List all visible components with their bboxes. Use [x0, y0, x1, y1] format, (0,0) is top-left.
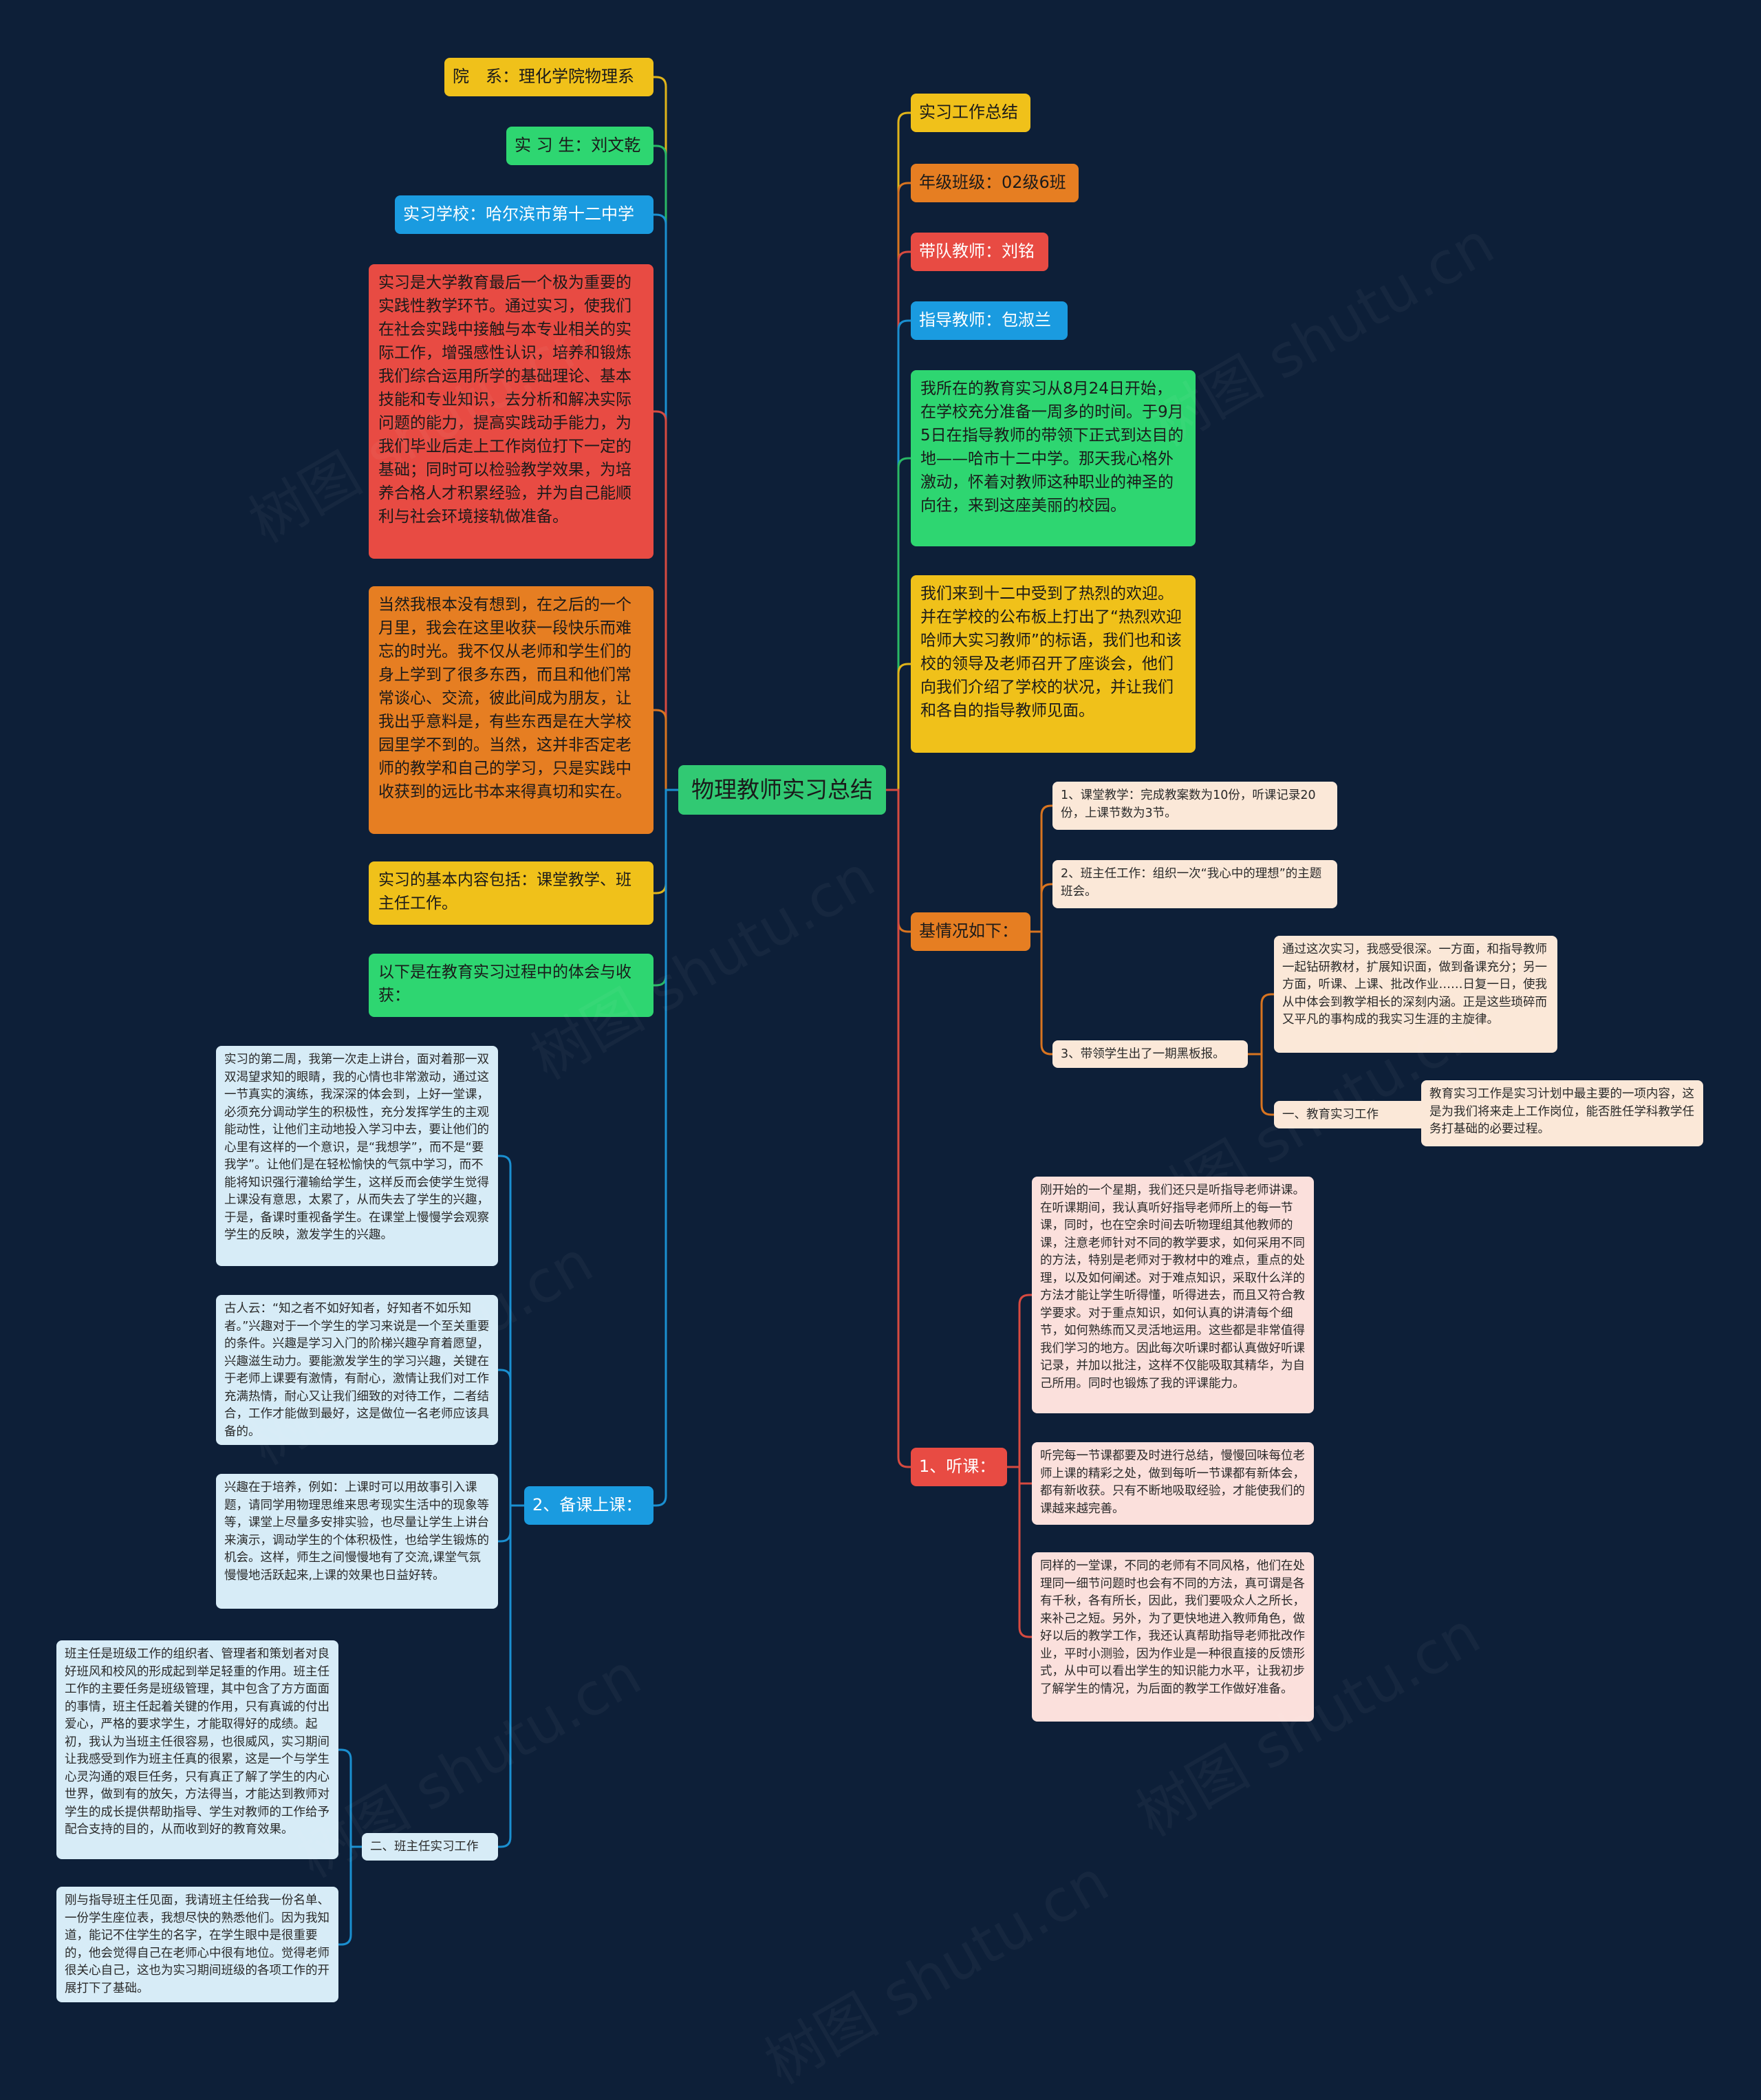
- root-topic[interactable]: 物理教师实习总结: [678, 765, 886, 815]
- connector-line: [338, 1748, 362, 1848]
- connector-line: [498, 1369, 524, 1507]
- connector-line: [886, 457, 911, 791]
- intern-label[interactable]: 实 习 生：刘文乾: [506, 127, 653, 165]
- connector-line: [1030, 930, 1052, 1056]
- arrival-paragraph[interactable]: 我所在的教育实习从8月24日开始，在学校充分准备一周多的时间。于9月5日在指导教…: [911, 370, 1196, 546]
- guide-teacher-label[interactable]: 指导教师：包淑兰: [911, 301, 1068, 340]
- teaching-stats-note[interactable]: 1、课堂教学：完成教案数为10份，听课记录20份，上课节数为3节。: [1052, 782, 1337, 830]
- school-label[interactable]: 实习学校：哈尔滨市第十二中学: [395, 195, 653, 234]
- connector-line: [886, 789, 911, 1468]
- prep-note-cultivate[interactable]: 兴趣在于培养，例如：上课时可以用故事引入课题，请同学用物理思维来思考现实生活中的…: [216, 1474, 498, 1609]
- summary-title-label[interactable]: 实习工作总结: [911, 94, 1030, 132]
- reflection-note[interactable]: 通过这次实习，我感受很深。一方面，和指导教师一起钻研教材，扩展知识面，做到备课充…: [1274, 936, 1557, 1053]
- intro-paragraph[interactable]: 实习是大学教育最后一个极为重要的实践性教学环节。通过实习，使我们在社会实践中接触…: [369, 264, 653, 559]
- connector-line: [886, 663, 911, 791]
- listen-class-label[interactable]: 1、听课：: [911, 1448, 1007, 1486]
- content-summary[interactable]: 实习的基本内容包括：课堂教学、班主任工作。: [369, 861, 653, 925]
- connector-line: [886, 319, 911, 791]
- prep-note-interest[interactable]: 古人云：“知之者不如好知者，好知者不如乐知者。”兴趣对于一个学生的学习来说是一个…: [216, 1295, 498, 1445]
- connector-line: [886, 182, 911, 791]
- connector-line: [886, 250, 911, 791]
- edu-practice-note[interactable]: 教育实习工作是实习计划中最主要的一项内容，这是为我们将来走上工作岗位，能否胜任学…: [1421, 1080, 1703, 1146]
- dept-label[interactable]: 院 系：理化学院物理系: [444, 58, 653, 96]
- connector-line: [1030, 804, 1052, 933]
- welcome-paragraph[interactable]: 我们来到十二中受到了热烈的欢迎。并在学校的公布板上打出了“热烈欢迎哈师大实习教师…: [911, 575, 1196, 753]
- headteacher-label[interactable]: 二、班主任实习工作: [362, 1833, 498, 1861]
- blackboard-note[interactable]: 3、带领学生出了一期黑板报。: [1052, 1040, 1248, 1068]
- class-meeting-note[interactable]: 2、班主任工作：组织一次“我心中的理想”的主题班会。: [1052, 860, 1337, 908]
- grade-class-label[interactable]: 年级班级：02级6班: [911, 164, 1079, 202]
- connector-line: [1007, 1466, 1032, 1638]
- headteacher-note-names[interactable]: 刚与指导班主任见面，我请班主任给我一份名单、一份学生座位表，我想尽快的熟悉他们。…: [56, 1887, 338, 2002]
- connector-line: [1248, 1053, 1274, 1116]
- connector-line: [338, 1845, 362, 1946]
- listen-note-summary[interactable]: 听完每一节课都要及时进行总结，慢慢回味每位老师上课的精彩之处，做到每听一节课都有…: [1032, 1442, 1314, 1525]
- connector-line: [653, 76, 678, 791]
- connector-line: [653, 213, 678, 791]
- connector-line: [653, 709, 678, 791]
- listen-note-first-week[interactable]: 刚开始的一个星期，我们还只是听指导老师讲课。在听课期间，我认真听好指导老师所上的…: [1032, 1177, 1314, 1413]
- lead-teacher-label[interactable]: 带队教师：刘铭: [911, 233, 1048, 271]
- connector-line: [498, 1504, 524, 1848]
- prep-note-first-class[interactable]: 实习的第二周，我第一次走上讲台，面对着那一双双渴望求知的眼睛，我的心情也非常激动…: [216, 1046, 498, 1266]
- connector-line: [1030, 883, 1052, 933]
- connector-line: [653, 144, 678, 791]
- listen-note-styles[interactable]: 同样的一堂课，不同的老师有不同风格，他们在处理同一细节问题时也会有不同的方法，真…: [1032, 1552, 1314, 1722]
- memories-paragraph[interactable]: 当然我根本没有想到，在之后的一个月里，我会在这里收获一段快乐而难忘的时光。我不仅…: [369, 586, 653, 834]
- connector-line: [1248, 993, 1274, 1056]
- connector-line: [498, 1155, 524, 1507]
- connector-line: [886, 111, 911, 791]
- prep-class-label[interactable]: 2、备课上课：: [524, 1486, 653, 1525]
- headteacher-note-role[interactable]: 班主任是班级工作的组织者、管理者和策划者对良好班风和校风的形成起到举足轻重的作用…: [56, 1640, 338, 1859]
- basic-situation-label[interactable]: 基情况如下：: [911, 912, 1030, 951]
- connector-line: [653, 410, 678, 791]
- connector-line: [653, 789, 678, 1507]
- gains-intro[interactable]: 以下是在教育实习过程中的体会与收获：: [369, 954, 653, 1017]
- connector-line: [1007, 1294, 1032, 1468]
- edu-practice-label[interactable]: 一、教育实习工作: [1274, 1101, 1434, 1128]
